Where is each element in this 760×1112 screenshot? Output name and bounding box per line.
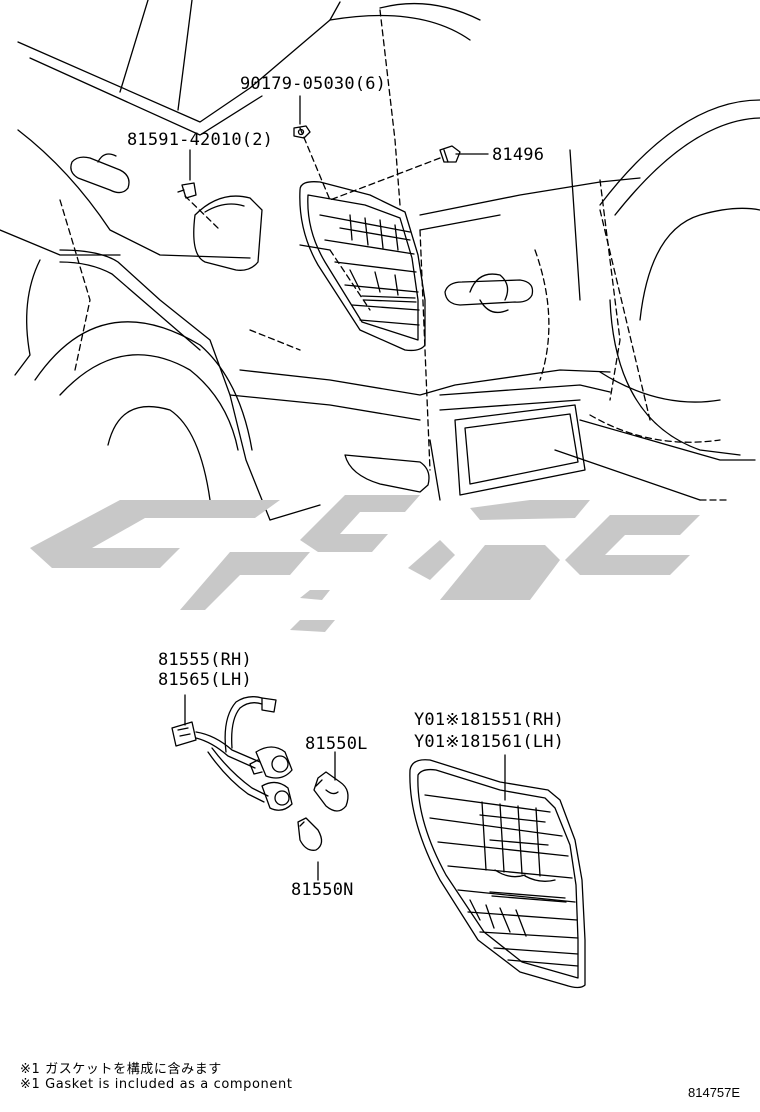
fasteners	[177, 125, 461, 199]
label-retainer: 81496	[492, 145, 545, 165]
label-clip: 81591-42010(2)	[127, 130, 274, 150]
label-nut: 90179-05030(6)	[240, 74, 387, 94]
label-socket-lh: 81565(LH)	[158, 670, 252, 690]
note-english: ※1 Gasket is included as a component	[20, 1077, 293, 1092]
socket-wire-assembly	[171, 696, 293, 811]
vehicle-body	[0, 0, 760, 521]
tail-lamp-assembly	[409, 759, 586, 989]
label-bulb-l: 81550L	[305, 734, 368, 754]
bulbs	[297, 771, 349, 851]
leader-lines	[184, 95, 506, 881]
label-bulb-n: 81550N	[291, 880, 354, 900]
dashed-lines	[59, 9, 731, 501]
label-lamp-rh: Y01※181551(RH)	[414, 710, 565, 730]
note-japanese: ※1 ガスケットを構成に含みます	[20, 1062, 222, 1077]
tail-lamp-installed	[299, 181, 426, 352]
figure-code: 814757E	[688, 1085, 741, 1100]
label-lamp-lh: Y01※181561(LH)	[414, 732, 565, 752]
label-socket-rh: 81555(RH)	[158, 650, 252, 670]
watermark-logo	[30, 495, 700, 632]
